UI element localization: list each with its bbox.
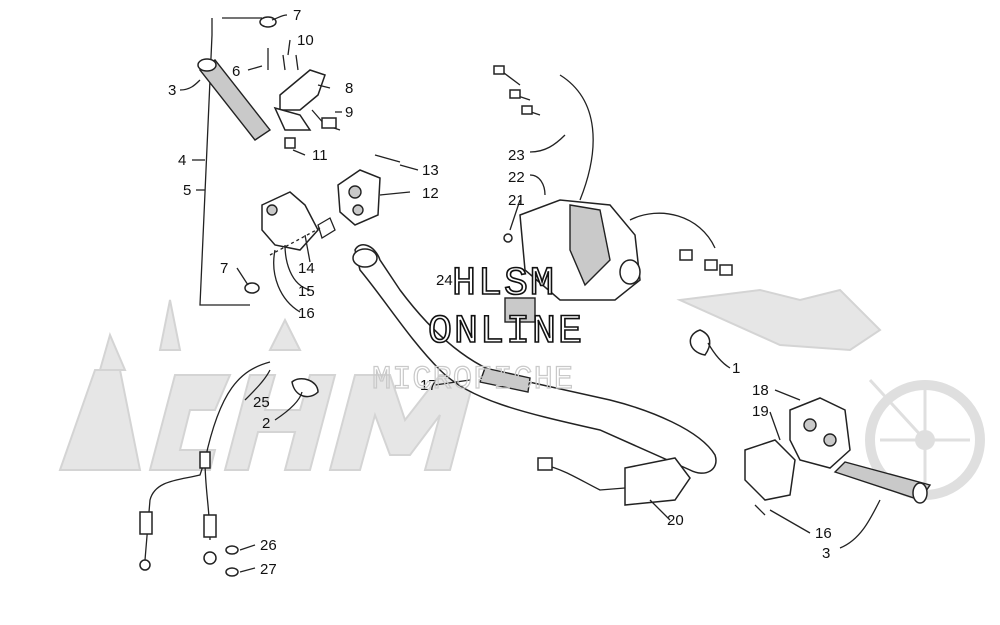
throttle-housing	[261, 191, 336, 256]
background-logo	[58, 288, 985, 500]
callout-4: 4	[178, 152, 186, 169]
callout-7-lower: 7	[220, 260, 228, 277]
callout-23: 23	[508, 147, 525, 164]
callout-26: 26	[260, 537, 277, 554]
handlebar	[352, 244, 717, 474]
callout-15: 15	[298, 283, 315, 300]
callout-9: 9	[345, 104, 353, 121]
callout-10: 10	[297, 32, 314, 49]
callout-16-right: 16	[815, 525, 832, 542]
clip-1	[689, 329, 711, 356]
callout-24: 24	[436, 272, 453, 289]
callout-8: 8	[345, 80, 353, 97]
clip-2	[291, 378, 319, 398]
knob-7-lower	[244, 282, 260, 294]
callout-13: 13	[422, 162, 439, 179]
callout-25: 25	[253, 394, 270, 411]
callout-16: 16	[298, 305, 315, 322]
callout-27: 27	[260, 561, 277, 578]
callout-12: 12	[422, 185, 439, 202]
throttle-lever	[273, 69, 341, 131]
callout-1: 1	[732, 360, 740, 377]
control-housing	[493, 65, 733, 323]
left-grip	[197, 58, 272, 141]
callout-17: 17	[420, 377, 437, 394]
knob-7	[259, 16, 277, 28]
right-grip	[833, 461, 932, 504]
cable-assembly	[139, 361, 271, 577]
group-bracket	[199, 17, 262, 306]
callout-18: 18	[752, 382, 769, 399]
callout-11: 11	[312, 147, 328, 164]
callout-3: 3	[168, 82, 176, 99]
callout-14: 14	[298, 260, 315, 277]
callout-21: 21	[508, 192, 525, 209]
callout-5: 5	[183, 182, 191, 199]
right-switch	[744, 397, 851, 501]
pins-10	[282, 54, 299, 71]
nut-11	[284, 137, 296, 149]
callout-19: 19	[752, 403, 769, 420]
watermark-line-1: HLSM	[452, 262, 556, 307]
watermark-line-3: MICROFICHE	[372, 361, 574, 398]
screw-16-right	[754, 504, 766, 516]
switch-housing	[337, 154, 401, 226]
callout-2: 2	[262, 415, 270, 432]
callout-7: 7	[293, 7, 301, 24]
callout-22: 22	[508, 169, 525, 186]
callout-3-right: 3	[822, 545, 830, 562]
callout-labels: 7 10 6 3 8 9 4 11 5 13 12 7 14 15 16 23 …	[168, 7, 832, 578]
watermark-line-2: ONLINE	[428, 310, 584, 355]
leader-lines	[179, 14, 881, 573]
watermark: HLSM ONLINE MICROFICHE	[371, 261, 584, 398]
hand-guard	[537, 457, 691, 506]
callout-6: 6	[232, 63, 240, 80]
callout-20: 20	[667, 512, 684, 529]
